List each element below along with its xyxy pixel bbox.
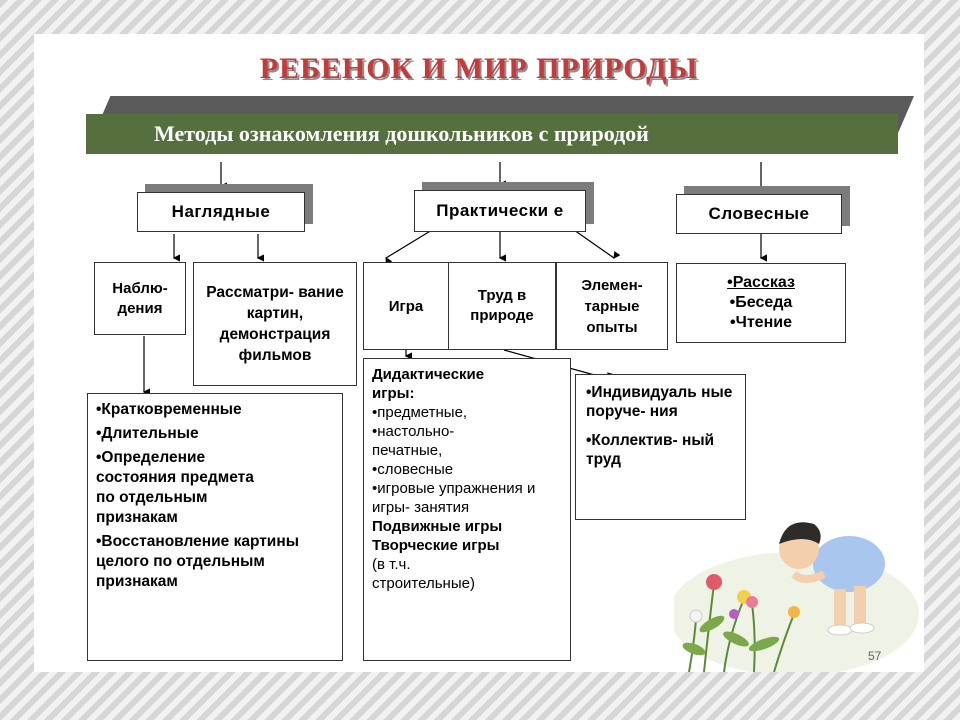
didactic-games-list: •предметные, •настольно- печатные, •слов… [372, 403, 562, 517]
slide-title: РЕБЕНОК И МИР ПРИРОДЫ [259, 52, 699, 85]
creative-games-note: (в т.ч. строительные) [372, 556, 475, 592]
method-game-label: Игра [388, 297, 424, 315]
page-number: 57 [868, 649, 882, 663]
labor-form-item: •Индивидуаль ные поруче- ния [586, 384, 733, 420]
category-practical-label: Практически е [436, 201, 564, 220]
method-labor-label: Труд в природе [470, 287, 534, 324]
games-box: Дидактические игры: •предметные, •настол… [363, 358, 571, 661]
method-experiments-label: Элемен- тарные опыты [581, 276, 643, 336]
labor-form-item: •Коллектив- ный труд [586, 432, 715, 468]
observation-type-item: •Определение состояния предмета по отдел… [96, 449, 254, 526]
slide: РЕБЕНОК И МИР ПРИРОДЫ Методы ознакомлени… [34, 34, 924, 672]
method-observation-label: Наблю- дения [112, 279, 168, 317]
category-visual-label: Наглядные [171, 202, 271, 221]
creative-games: Творческие игры [372, 537, 500, 554]
category-practical: Практически е [414, 190, 586, 232]
verbal-methods-list: •Рассказ •Беседа •Чтение [727, 273, 795, 333]
verbal-method-item: •Рассказ [727, 274, 795, 291]
method-observation: Наблю- дения [94, 262, 186, 335]
didactic-game-item: •настольно- печатные, [372, 423, 455, 459]
subtitle-banner: Методы ознакомления дошкольников с приро… [86, 114, 898, 154]
verbal-method-item: •Беседа [729, 294, 793, 311]
category-verbal-label: Словесные [708, 204, 810, 223]
method-pictures-label: Рассматри- вание картин, демонстрация фи… [206, 284, 344, 364]
observation-type-item: •Кратковременные [96, 401, 242, 418]
child-smelling-flowers-illustration [674, 522, 919, 672]
connector-lines [142, 162, 767, 396]
method-labor: Труд в природе [448, 262, 556, 350]
didactic-games-title: Дидактические игры: [372, 366, 485, 402]
category-visual: Наглядные [137, 192, 305, 232]
verbal-methods-box: •Рассказ •Беседа •Чтение [676, 263, 846, 343]
category-verbal: Словесные [676, 194, 842, 234]
method-game: Игра [363, 262, 449, 350]
observation-type-item: •Восстановление картины целого по отдель… [96, 533, 299, 590]
observation-types-box: •Кратковременные •Длительные •Определени… [87, 393, 343, 661]
method-pictures: Рассматри- вание картин, демонстрация фи… [193, 262, 357, 386]
verbal-method-item: •Чтение [730, 314, 792, 331]
method-experiments: Элемен- тарные опыты [556, 262, 668, 350]
observation-types-list: •Кратковременные •Длительные •Определени… [96, 400, 334, 592]
didactic-game-item: •предметные, [372, 404, 468, 421]
observation-type-item: •Длительные [96, 425, 199, 442]
labor-forms-list: •Индивидуаль ные поруче- ния •Коллектив-… [586, 383, 735, 469]
mobile-games: Подвижные игры [372, 518, 503, 535]
didactic-game-item: •словесные [372, 461, 454, 478]
labor-forms-box: •Индивидуаль ные поруче- ния •Коллектив-… [575, 374, 746, 520]
didactic-game-item: •игровые упражнения и игры- занятия [372, 480, 536, 516]
